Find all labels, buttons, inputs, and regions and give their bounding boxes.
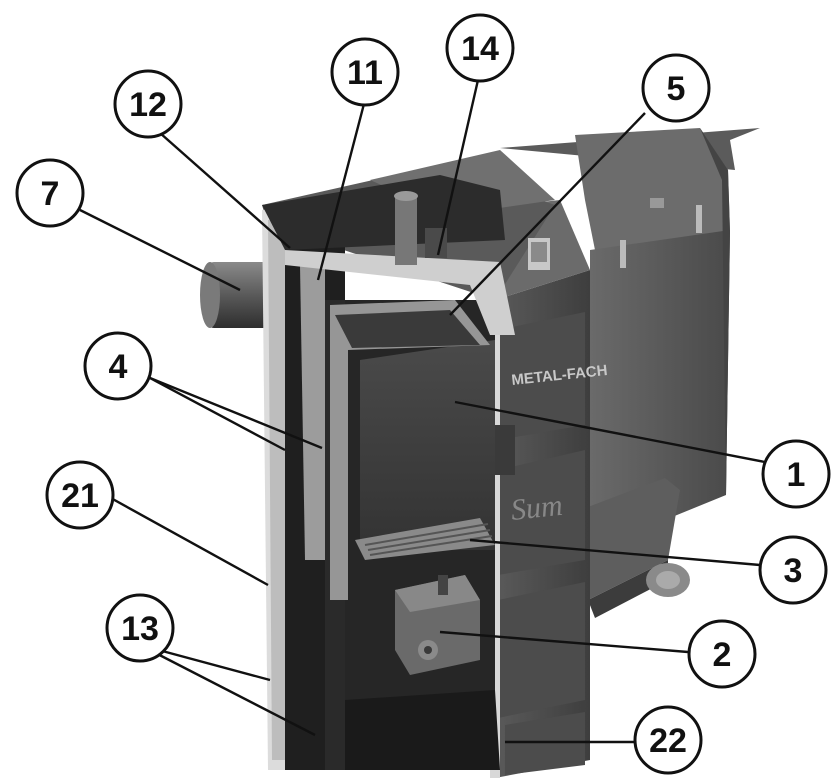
cutaway-section [262,175,515,770]
leader-1 [454,400,766,464]
callout-7-label: 7 [41,175,60,213]
fuel-hopper [500,128,760,535]
callout-11: 11 [330,37,400,107]
leader-4b [149,376,323,450]
leader-5 [449,112,646,316]
callout-13-label: 13 [121,610,159,648]
callout-21: 21 [45,460,115,530]
callout-12-label: 12 [129,86,167,124]
callout-3-label: 3 [784,552,803,590]
callout-2: 2 [687,619,757,689]
callout-12: 12 [113,69,183,139]
callout-1: 1 [761,439,831,509]
callout-14-label: 14 [461,30,499,68]
burner [395,575,480,675]
leader-21 [99,490,269,587]
callout-4-label: 4 [109,348,128,386]
leader-lines [79,79,766,744]
top-pipe [395,195,417,265]
feeder-auger [580,478,690,618]
callout-11-label: 11 [347,54,383,92]
callouts: 12 11 14 5 7 4 21 1 [15,13,831,775]
callout-22: 22 [633,705,703,775]
door-logo: Sum [509,489,564,527]
leader-14 [436,79,480,256]
callout-3: 3 [758,535,828,605]
leader-11 [316,99,367,281]
callout-2-label: 2 [713,636,732,674]
leader-3 [469,538,761,567]
callout-5-label: 5 [667,70,686,108]
leader-13b [139,643,316,737]
leader-7 [79,208,241,292]
callout-7: 7 [15,158,85,228]
flue-outlet [200,262,276,328]
leader-4a [149,376,286,452]
callout-4: 4 [83,331,153,401]
callout-14: 14 [445,13,515,83]
callout-22-label: 22 [649,722,687,760]
callout-1-label: 1 [787,456,806,494]
callout-21-label: 21 [61,477,99,515]
callout-5: 5 [641,53,711,123]
callout-13: 13 [105,593,175,663]
leader-2 [439,630,689,654]
leader-12 [159,132,291,249]
